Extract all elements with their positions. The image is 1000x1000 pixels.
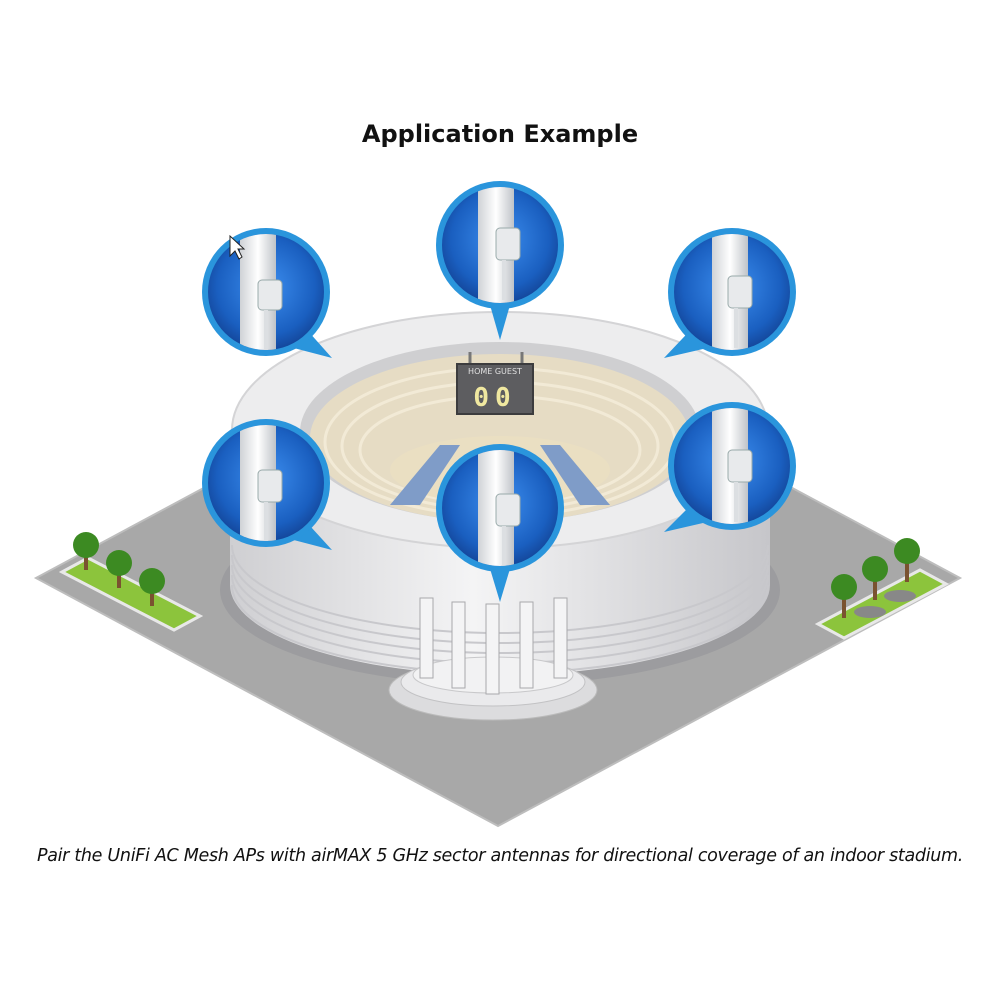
- sector-antenna-icon: [240, 234, 283, 350]
- callout-mid-left: [202, 419, 332, 550]
- callout-top-right: [664, 228, 796, 358]
- sector-antenna-icon: [478, 187, 521, 303]
- sector-antenna-icon: [240, 425, 283, 541]
- sector-antenna-icon: [478, 450, 521, 566]
- figure-caption: Pair the UniFi AC Mesh APs with airMAX 5…: [36, 846, 964, 866]
- sector-antenna-icon: [712, 234, 753, 350]
- trees-right: [814, 538, 950, 640]
- stadium-entrance: [388, 597, 598, 721]
- scoreboard: HOME GUEST 00: [456, 352, 534, 415]
- sector-antenna-icon: [712, 408, 753, 524]
- callout-top-center: [436, 181, 564, 340]
- callout-bottom-center: [436, 444, 564, 602]
- callout-top-left: [202, 228, 332, 358]
- figure-title: Application Example: [361, 120, 639, 148]
- callout-mid-right: [664, 402, 796, 532]
- mouse-cursor-icon: [229, 234, 246, 260]
- trees-left: [58, 532, 204, 632]
- scoreboard-score: 00: [473, 383, 516, 413]
- scoreboard-label: HOME GUEST: [468, 367, 522, 376]
